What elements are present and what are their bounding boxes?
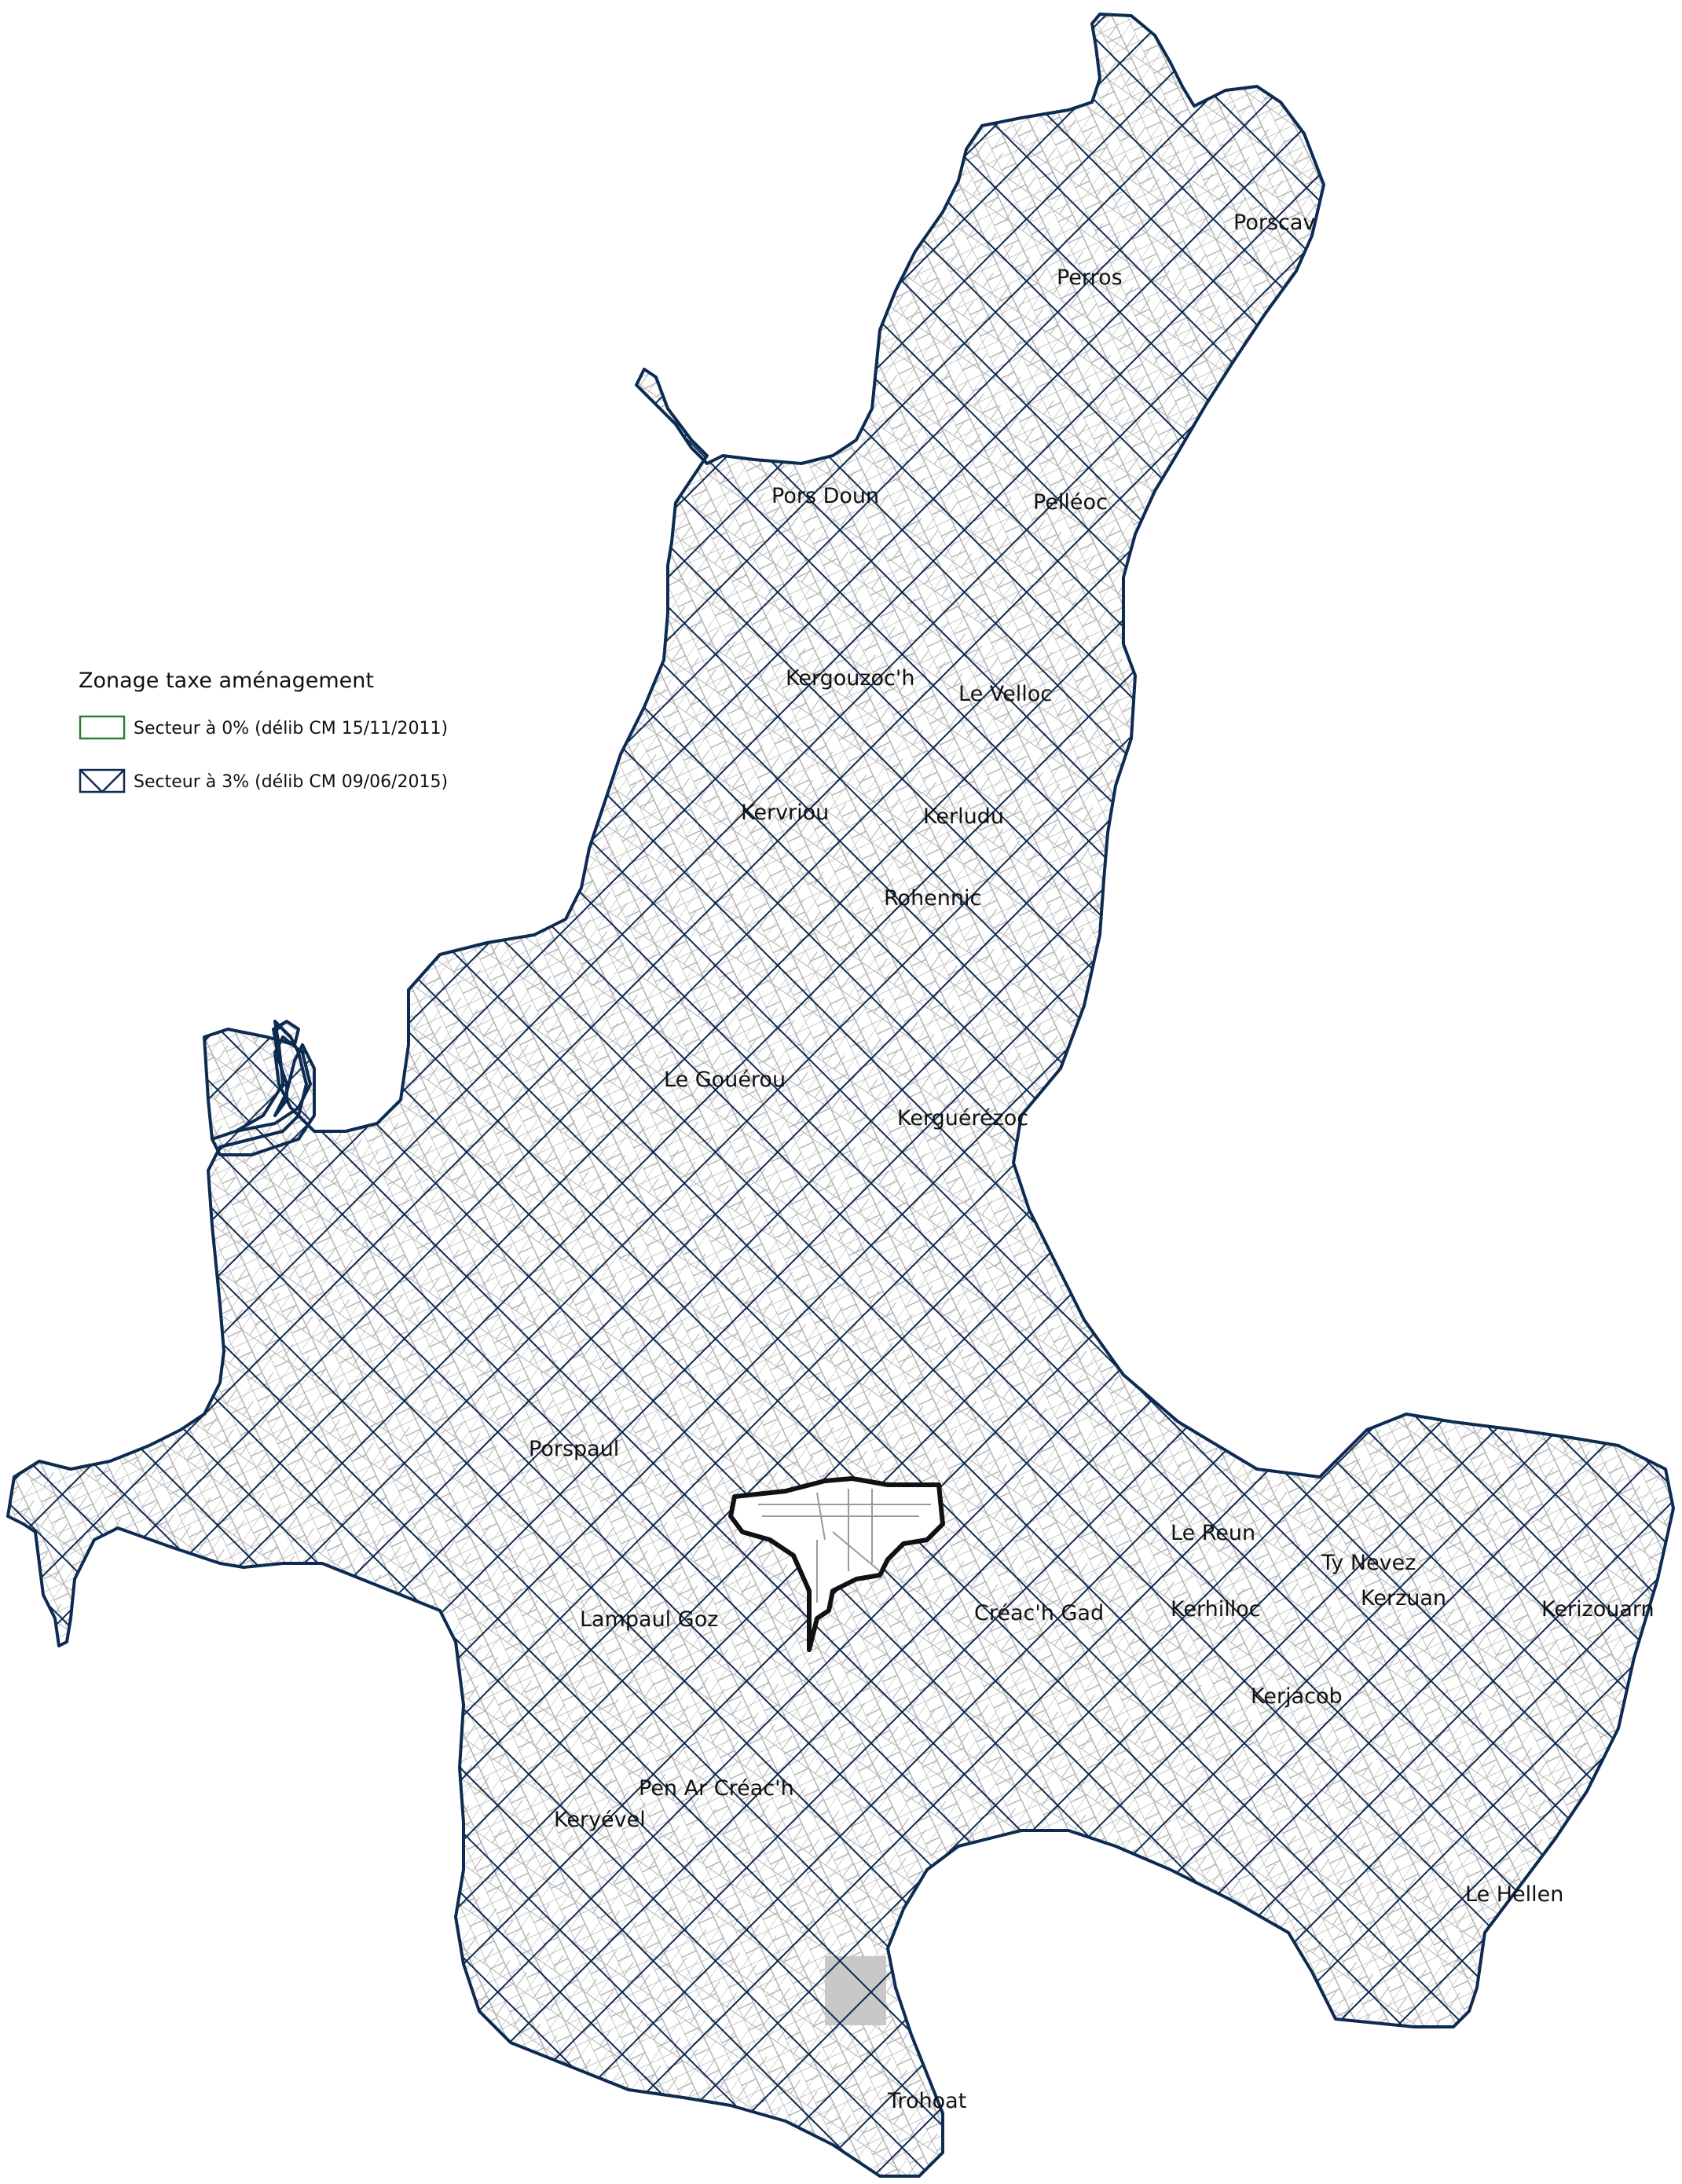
place-label-kerzuan: Kerzuan (1361, 1586, 1446, 1611)
place-label-kerjacob: Kerjacob (1251, 1684, 1343, 1709)
place-label-pen-ar-cr-ac-h: Pen Ar Créac'h (639, 1776, 794, 1801)
place-label-cr-ac-h-gad: Créac'h Gad (974, 1601, 1104, 1625)
place-label-porscav: Porscav (1233, 211, 1315, 235)
place-label-le-reun: Le Reun (1171, 1521, 1255, 1545)
place-label-ty-nevez: Ty Nevez (1321, 1551, 1416, 1575)
place-label-pors-doun: Pors Doun (771, 484, 879, 508)
place-label-rohennic: Rohennic (884, 886, 981, 911)
legend-label-0pct: Secteur à 0% (délib CM 15/11/2011) (134, 719, 448, 738)
commune-boundary (6, 13, 1675, 2178)
place-label-kervriou: Kervriou (741, 801, 829, 825)
place-label-le-gou-rou: Le Gouérou (664, 1068, 786, 1092)
legend-swatch-0pct (79, 715, 126, 740)
place-label-perros: Perros (1057, 266, 1123, 290)
legend-swatch-3pct-hatch (79, 769, 125, 793)
place-label-le-velloc: Le Velloc (958, 682, 1052, 706)
legend-title: Zonage taxe aménagement (79, 669, 374, 693)
legend-swatch-3pct (79, 768, 126, 793)
legend-label-3pct: Secteur à 3% (délib CM 09/06/2015) (134, 772, 448, 792)
legend: Zonage taxe aménagement Secteur à 0% (dé… (79, 669, 448, 793)
excluded-zone-town-center (728, 1476, 945, 1652)
place-label-porspaul: Porspaul (529, 1437, 619, 1461)
place-label-trohoat: Trohoat (887, 2089, 966, 2113)
place-label-kergouzoc-h: Kergouzoc'h (786, 666, 914, 691)
town-center-parcels (758, 1489, 931, 1603)
place-label-pell-oc: Pelléoc (1033, 490, 1108, 515)
place-label-kery-vel: Keryével (554, 1808, 646, 1832)
legend-item-3pct: Secteur à 3% (délib CM 09/06/2015) (79, 768, 448, 793)
place-label-kerizouarn: Kerizouarn (1541, 1597, 1655, 1622)
place-label-kergu-r-zoc: Kerguérézoc (897, 1106, 1028, 1130)
legend-item-0pct: Secteur à 0% (délib CM 15/11/2011) (79, 715, 448, 740)
place-label-le-hellen: Le Hellen (1465, 1882, 1563, 1907)
place-label-kerludu: Kerludu (923, 804, 1004, 829)
place-label-kerhilloc: Kerhilloc (1171, 1597, 1261, 1622)
place-label-lampaul-goz: Lampaul Goz (580, 1607, 718, 1632)
